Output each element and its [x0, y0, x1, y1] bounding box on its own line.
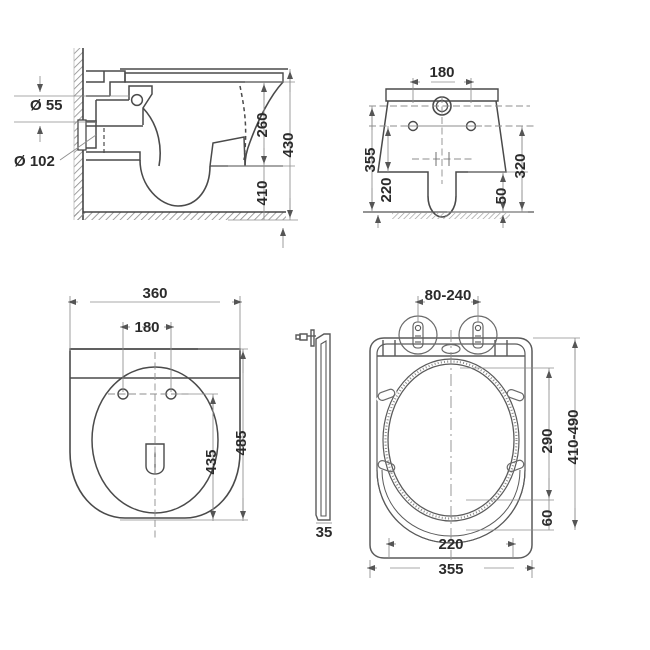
dim-lower-height: 220 — [378, 177, 395, 202]
dim-overall-height: 430 — [280, 132, 297, 157]
plan-view: 360 180 485 435 — [68, 285, 250, 540]
dim-rear-offset: 60 — [539, 510, 556, 527]
seat-plan-view: 80-240 290 410-490 60 220 355 — [367, 287, 582, 578]
dim-inlet-diameter: Ø 55 — [30, 97, 63, 114]
dim-upper-height: 320 — [512, 153, 529, 178]
dim-bolt-spacing-rear: 180 — [429, 64, 454, 81]
dim-plan-width: 360 — [142, 285, 167, 302]
dim-opening-length: 290 — [539, 428, 556, 453]
dim-seat-overall-width: 355 — [438, 561, 463, 578]
seat-side-profile-view: 35 — [295, 329, 333, 541]
floor-strip — [392, 213, 510, 219]
dim-overall-length: 485 — [233, 430, 250, 455]
dim-bowl-height: 260 — [254, 112, 271, 137]
seat-plan-dimensions: 80-240 290 410-490 60 220 355 — [367, 287, 582, 578]
centre-lines — [369, 96, 534, 184]
plan-view-dimensions: 360 180 485 435 — [68, 285, 250, 521]
dim-seat-thickness: 35 — [316, 524, 333, 541]
plan-centre-lines — [108, 352, 190, 540]
dim-seat-overall-length: 410-490 — [565, 409, 582, 464]
dim-total-height: 355 — [362, 147, 379, 172]
side-view-dimensions: Ø 55 Ø 102 260 430 410 — [14, 69, 298, 248]
dim-plan-bolt-spacing: 180 — [134, 319, 159, 336]
dim-hinge-spacing: 80-240 — [425, 287, 472, 304]
dim-outlet-diameter: Ø 102 — [14, 153, 55, 170]
seat-profile-outline — [295, 329, 331, 521]
dim-floor-to-bowl: 410 — [254, 180, 271, 205]
dim-bowl-length: 435 — [203, 449, 220, 474]
seat-bumper-pads — [376, 388, 525, 473]
pan-outline — [77, 68, 288, 207]
rear-view-dimensions: 180 355 220 320 50 — [362, 64, 529, 228]
side-section-view: Ø 55 Ø 102 260 430 410 — [14, 48, 298, 248]
cross-mark — [435, 152, 450, 166]
rear-elevation-view: 180 355 220 320 50 — [362, 64, 534, 228]
dim-base-gap: 50 — [493, 188, 510, 205]
dim-opening-width: 220 — [438, 536, 463, 553]
